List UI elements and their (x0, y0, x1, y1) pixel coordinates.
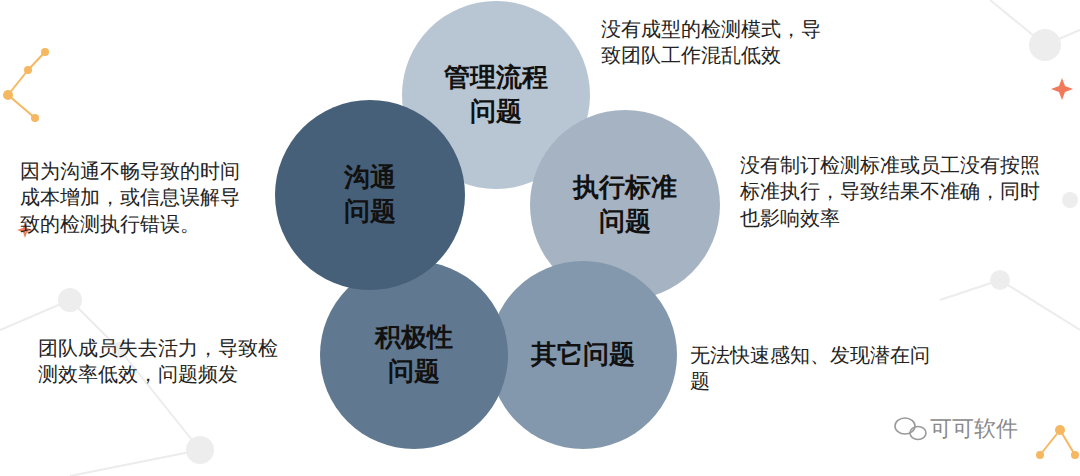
description-text: 团队成员失去活力，导致检测效率低效，问题频发 (38, 335, 284, 388)
description-text: 无法快速感知、发现潜在问题 (690, 342, 940, 395)
problem-circle: 积极性 问题 (320, 261, 508, 449)
problem-circle: 其它问题 (489, 261, 677, 449)
description-text: 因为沟通不畅导致的时间成本增加，或信息误解导致的检测执行错误。 (20, 158, 244, 237)
circle-title: 其它问题 (518, 338, 648, 372)
problem-circle: 沟通 问题 (275, 100, 465, 290)
circle-shape (320, 261, 508, 449)
watermark: 可可软件 (930, 414, 1040, 443)
circle-title: 管理流程 问题 (440, 61, 552, 129)
description-text: 没有制订检测标准或员工没有按照标准执行，导致结果不准确，同时也影响效率 (740, 152, 1044, 231)
circle-shape (275, 100, 465, 290)
description-text: 没有成型的检测模式，导致团队工作混乱低效 (601, 16, 831, 69)
circle-title: 执行标准 问题 (569, 171, 681, 239)
circle-title: 沟通 问题 (336, 161, 404, 229)
circle-title: 积极性 问题 (371, 321, 457, 389)
